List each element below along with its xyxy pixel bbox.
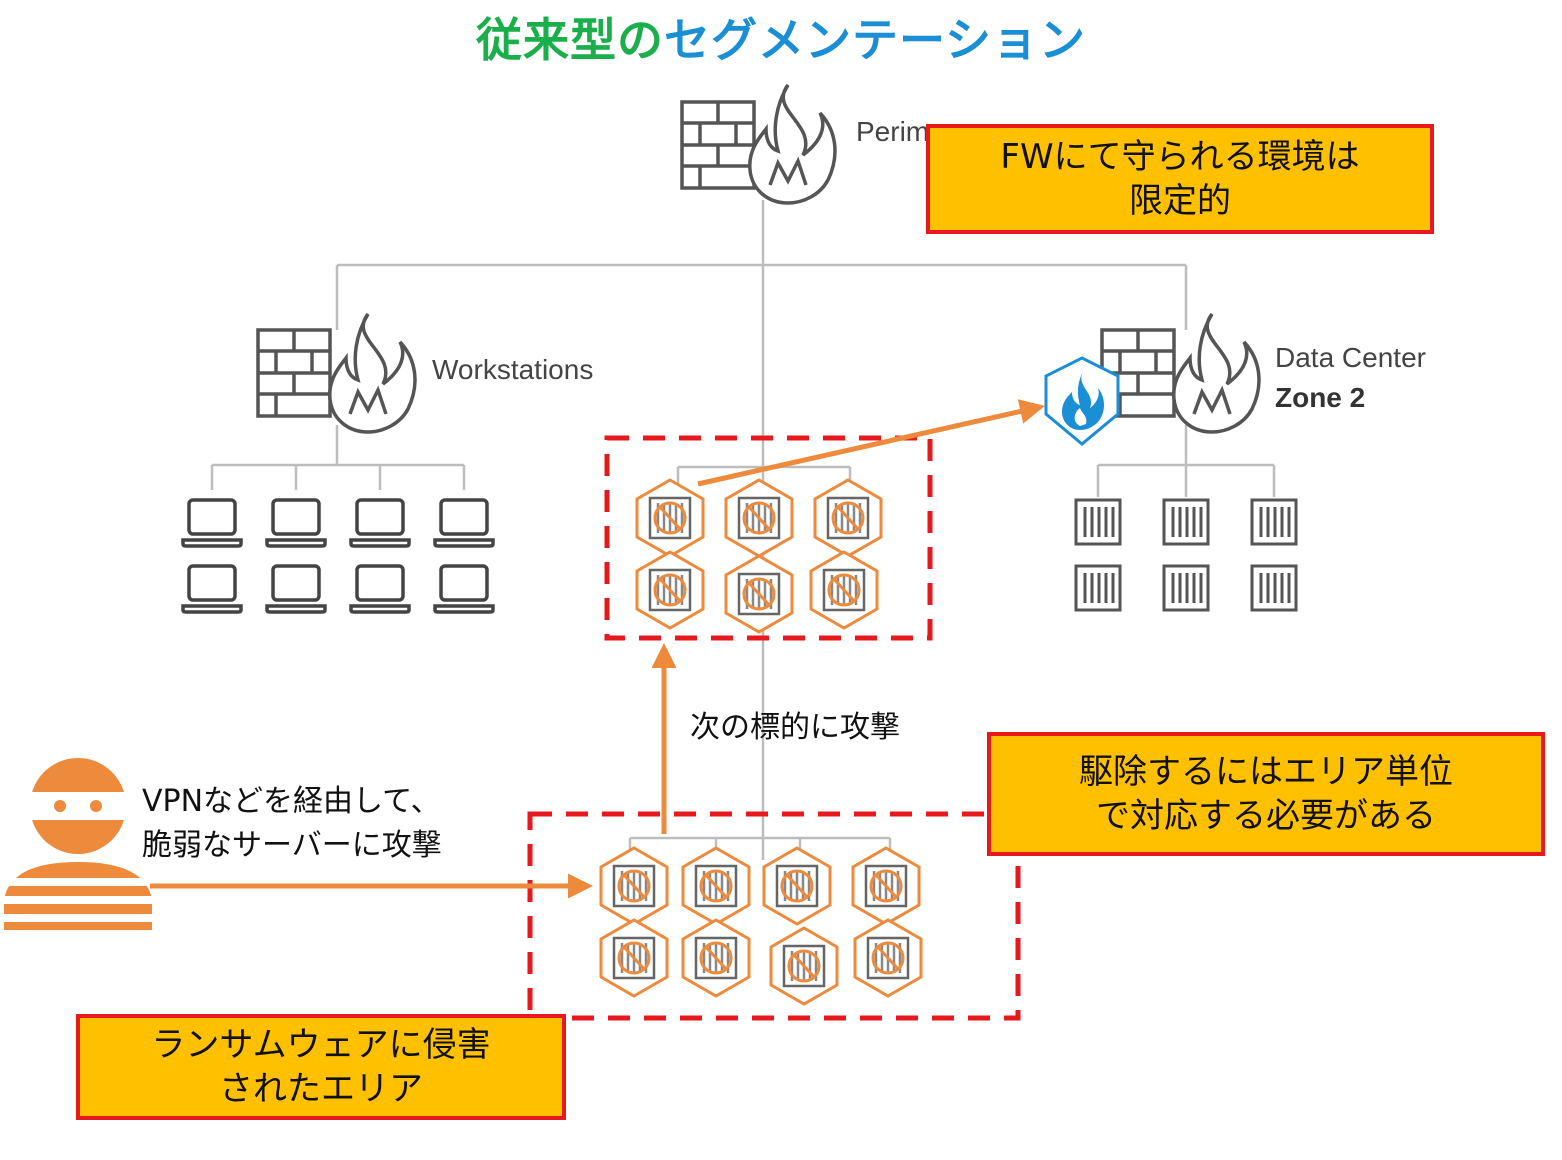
laptop-icon [349, 498, 411, 548]
callout-ransomware-line2: されたエリア [219, 1069, 423, 1109]
server-icon [1074, 564, 1122, 612]
server-icon [1162, 564, 1210, 612]
server-icon [1250, 564, 1298, 612]
infected-server-icon [762, 846, 832, 926]
infected-group-upper [604, 435, 933, 641]
callout-fw-line2: 限定的 [1129, 181, 1231, 221]
callout-fw-environment: FWにて守られる環境は 限定的 [926, 124, 1434, 234]
infected-server-icon [724, 478, 794, 558]
perimeter-label: Perim [856, 116, 930, 147]
callout-removal: 駆除するにはエリア単位 で対応する必要がある [987, 732, 1545, 856]
infected-servers-lower [599, 846, 923, 1006]
page-title: 従来型のセグメンテーション [0, 4, 1562, 70]
perimeter-firewall-icon [680, 83, 837, 205]
infected-group-lower [527, 811, 1021, 1021]
title-part-1: 従来型の [475, 13, 664, 67]
note-next-target: 次の標的に攻撃 [690, 710, 900, 745]
infected-servers-upper [635, 478, 883, 634]
infected-server-icon [813, 478, 883, 558]
workstations-label: Workstations [432, 354, 594, 385]
server-icon [1074, 498, 1122, 546]
infected-server-icon [635, 550, 705, 630]
data-center-firewall-icon [1100, 312, 1261, 434]
callout-ransomware-line1: ランサムウェアに侵害 [151, 1025, 491, 1065]
attack-arrows [150, 399, 1045, 899]
infected-server-icon [681, 918, 751, 998]
infected-server-icon [853, 918, 923, 998]
note-vpn-line2: 脆弱なサーバーに攻撃 [142, 828, 442, 863]
laptop-icon [181, 564, 243, 614]
laptop-icon [265, 498, 327, 548]
workstation-laptops [181, 498, 495, 614]
data-center-servers [1074, 498, 1298, 612]
callout-removal-line1: 駆除するにはエリア単位 [1079, 752, 1453, 792]
arrow-to-datacenter [697, 399, 1045, 487]
workstations-firewall-icon [256, 312, 417, 434]
title-part-2: セグメンテーション [663, 13, 1087, 67]
laptop-icon [433, 564, 495, 614]
laptop-icon [433, 498, 495, 548]
infected-server-icon [599, 846, 669, 926]
callout-removal-line2: で対応する必要がある [1096, 796, 1436, 836]
shield-flame-icon [1044, 356, 1120, 446]
callout-fw-line1: FWにて守られる環境は [1000, 137, 1360, 177]
infected-server-icon [809, 550, 879, 630]
infected-server-icon [724, 554, 794, 634]
data-center-label: Data Center [1275, 342, 1426, 373]
infected-server-icon [599, 918, 669, 998]
note-vpn-line1: VPNなどを経由して、 [142, 784, 441, 819]
attacker-icon [4, 758, 152, 930]
infected-server-icon [769, 926, 839, 1006]
infected-server-icon [851, 846, 921, 926]
laptop-icon [181, 498, 243, 548]
laptop-icon [349, 564, 411, 614]
server-icon [1250, 498, 1298, 546]
callout-ransomware-area: ランサムウェアに侵害 されたエリア [76, 1014, 566, 1120]
zone-label: Zone 2 [1275, 382, 1366, 413]
server-icon [1162, 498, 1210, 546]
laptop-icon [265, 564, 327, 614]
infected-server-icon [681, 846, 751, 926]
infected-server-icon [635, 478, 705, 558]
